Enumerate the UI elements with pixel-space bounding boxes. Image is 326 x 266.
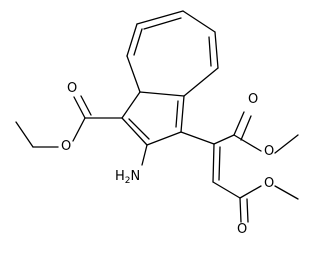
ring7-bond: [214, 31, 219, 69]
ethyl-ester-ether-oxygen: O: [61, 139, 72, 154]
ring5-double-bond: [128, 118, 150, 140]
upper-ester-carbonyl-oxygen: O: [248, 92, 259, 107]
bond-lines: [15, 10, 299, 223]
ring5-double-bond: [175, 100, 179, 128]
ring7-bond: [126, 23, 138, 57]
amine-bond: [141, 144, 148, 166]
lower-ester-carbonyl-oxygen: O: [237, 222, 248, 237]
amine-group: H2N: [115, 169, 141, 186]
ring-fusion-bond: [139, 91, 185, 97]
methyl-bond: [274, 134, 299, 154]
carbonyl-double-bond: [246, 198, 249, 223]
carbonyl-double-bond: [80, 95, 92, 116]
ester-oxygen-bond: [72, 117, 86, 142]
ring7-double-bond: [208, 36, 212, 67]
amine-hydrogen: H: [115, 169, 125, 184]
ring5-bond: [121, 117, 148, 146]
carbonyl-bond: [73, 96, 86, 119]
vinyl-bond: [180, 131, 215, 145]
ring7-bond: [136, 10, 184, 25]
lower-ester-ether-oxygen: O: [264, 176, 275, 191]
ethyl-ester-carbonyl-oxygen: O: [67, 81, 78, 96]
carbonyl-bond: [239, 197, 242, 223]
ethyl-bond: [15, 121, 34, 148]
ring5-bond: [146, 131, 182, 146]
ring7-bond: [183, 67, 219, 97]
upper-ester-ether-oxygen: O: [264, 144, 275, 159]
ring5-bond: [121, 91, 141, 119]
upper-ester-bond: [213, 134, 235, 145]
ester-oxygen-bond: [239, 185, 262, 199]
amine-hydrogen-count: 2: [124, 176, 131, 186]
ring7-double-bond: [143, 17, 182, 30]
carbonyl-double-bond: [240, 115, 252, 141]
methyl-bond: [274, 185, 299, 200]
ring7-double-bond: [133, 28, 143, 56]
amine-nitrogen: N: [130, 169, 141, 184]
alkene-bond: [212, 143, 215, 183]
ester-oxygen-bond: [233, 134, 262, 152]
ring7-bond: [126, 55, 141, 93]
ring5-bond: [180, 95, 185, 133]
alkene-double-bond: [218, 146, 221, 181]
ring7-bond: [182, 10, 216, 33]
vinyl-bond: [212, 181, 241, 199]
carbonyl-bond: [233, 111, 245, 136]
